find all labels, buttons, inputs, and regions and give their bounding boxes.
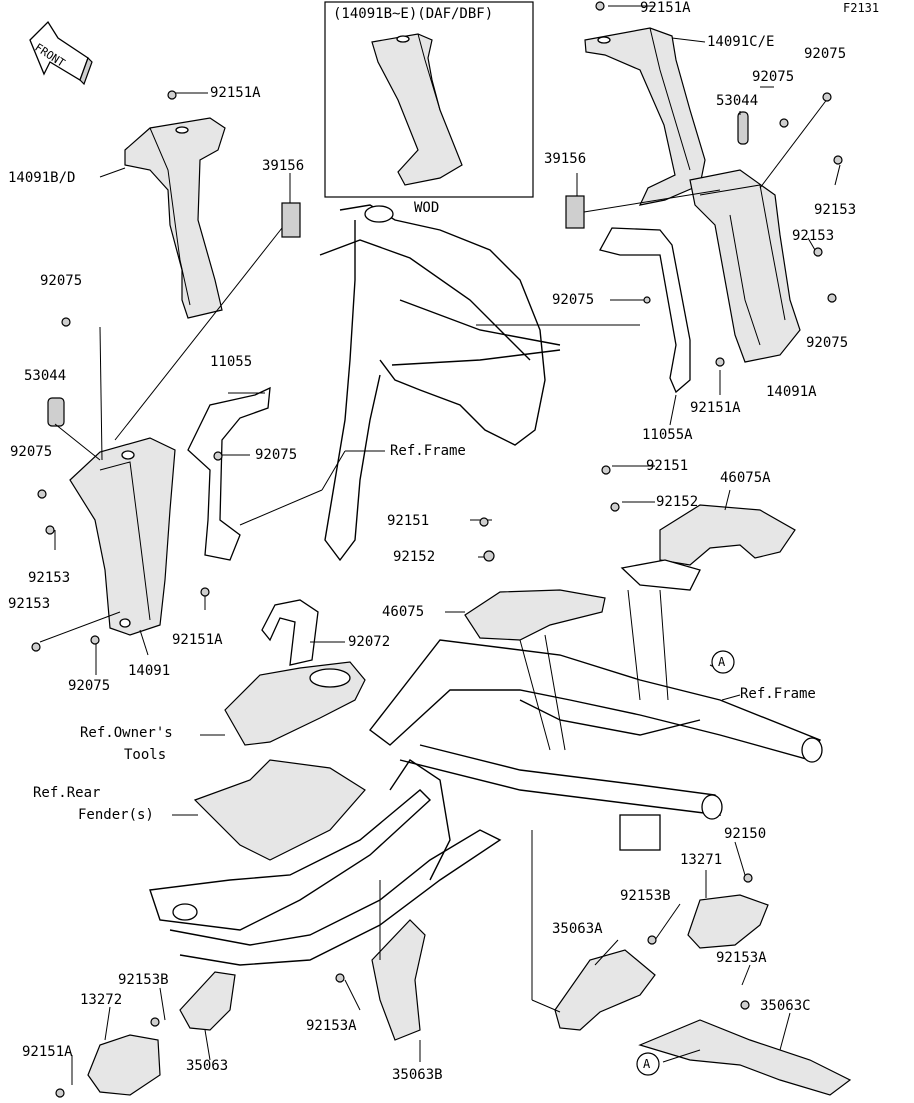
part-92075-right-3: 92075 bbox=[552, 292, 595, 308]
part-39156-right: 39156 bbox=[544, 151, 587, 167]
circle-a-top-marker bbox=[711, 650, 735, 674]
circle-a-bottom-marker bbox=[636, 1052, 660, 1076]
plate-13272 bbox=[87, 1034, 161, 1096]
left-bracket-11055 bbox=[187, 386, 271, 561]
part-53044-left: 53044 bbox=[24, 368, 67, 384]
part-92151A-right: 92151A bbox=[690, 400, 741, 416]
part-92075-left-2: 92075 bbox=[10, 444, 53, 460]
left-collar-53044 bbox=[47, 397, 65, 427]
part-92153-right-1: 92153 bbox=[814, 202, 857, 218]
part-14091A: 14091A bbox=[766, 384, 817, 400]
part-92153A-right: 92153A bbox=[716, 950, 767, 966]
part-92150: 92150 bbox=[724, 826, 767, 842]
right-pad-39156 bbox=[565, 195, 585, 229]
strap-92072 bbox=[261, 599, 319, 666]
ref-owners-tools-1: Ref.Owner's bbox=[80, 725, 173, 741]
right-collar-53044 bbox=[737, 111, 749, 145]
leader-lines bbox=[39, 5, 841, 1085]
ref-rear-fender-1: Ref.Rear bbox=[33, 785, 101, 801]
rear-frame-drawing bbox=[369, 639, 823, 851]
part-92153-right-2: 92153 bbox=[792, 228, 835, 244]
front-arrow-icon bbox=[29, 20, 93, 86]
grab-rail-46075 bbox=[464, 589, 606, 641]
left-pad-39156 bbox=[281, 202, 301, 238]
part-92153B-left: 92153B bbox=[118, 972, 169, 988]
part-92151A-mid: 92151A bbox=[172, 632, 223, 648]
right-cover-drawing bbox=[584, 27, 706, 206]
part-35063B: 35063B bbox=[392, 1067, 443, 1083]
lower-frame-drawing bbox=[149, 759, 502, 966]
circle-a-top: A bbox=[718, 655, 726, 669]
part-35063C: 35063C bbox=[760, 998, 811, 1014]
plate-13271 bbox=[687, 894, 769, 949]
part-92151A-top: 92151A bbox=[640, 0, 691, 16]
part-35063A: 35063A bbox=[552, 921, 603, 937]
part-92151A-bottom-left: 92151A bbox=[22, 1044, 73, 1060]
part-92072: 92072 bbox=[348, 634, 391, 650]
inset-cover-drawing bbox=[371, 33, 463, 186]
part-92151A-left: 92151A bbox=[210, 85, 261, 101]
bracket-35063B bbox=[371, 919, 426, 1041]
part-13272: 13272 bbox=[80, 992, 123, 1008]
right-side-cover-drawing bbox=[689, 169, 801, 363]
part-14091: 14091 bbox=[128, 663, 171, 679]
part-92075-tr-1: 92075 bbox=[804, 46, 847, 62]
part-92075-tr-2: 92075 bbox=[752, 69, 795, 85]
part-13271: 13271 bbox=[680, 852, 723, 868]
part-39156-left: 39156 bbox=[262, 158, 305, 174]
rear-fender-part bbox=[193, 759, 366, 861]
part-11055: 11055 bbox=[210, 354, 253, 370]
ref-frame-right: Ref.Frame bbox=[740, 686, 816, 702]
part-92075-left-4: 92075 bbox=[68, 678, 111, 694]
left-cover-drawing bbox=[124, 117, 226, 319]
frame-drawing bbox=[319, 204, 561, 562]
part-11055A: 11055A bbox=[642, 427, 693, 443]
part-92075-right-4: 92075 bbox=[806, 335, 849, 351]
part-14091CE: 14091C/E bbox=[707, 34, 775, 50]
ref-rear-fender-2: Fender(s) bbox=[78, 807, 154, 823]
part-92153-left-1: 92153 bbox=[28, 570, 71, 586]
right-bracket-11055A bbox=[599, 227, 691, 394]
part-92153B-right: 92153B bbox=[620, 888, 671, 904]
part-92152-right: 92152 bbox=[656, 494, 699, 510]
diagram-code: F2131 bbox=[843, 1, 880, 15]
part-92075-left-3: 92075 bbox=[255, 447, 298, 463]
part-92152-mid: 92152 bbox=[393, 549, 436, 565]
bracket-35063 bbox=[179, 971, 236, 1031]
bolt-icons bbox=[31, 1, 843, 1098]
part-14091BD: 14091B/D bbox=[8, 170, 76, 186]
part-46075: 46075 bbox=[382, 604, 425, 620]
part-92151-right: 92151 bbox=[646, 458, 689, 474]
part-92075-left-1: 92075 bbox=[40, 273, 83, 289]
part-46075A: 46075A bbox=[720, 470, 771, 486]
part-92151-mid: 92151 bbox=[387, 513, 430, 529]
part-92153A-mid: 92153A bbox=[306, 1018, 357, 1034]
left-side-cover-drawing bbox=[69, 437, 176, 636]
bracket-35063C bbox=[638, 1019, 852, 1096]
part-35063: 35063 bbox=[186, 1058, 229, 1074]
ref-owners-tools-2: Tools bbox=[124, 747, 167, 763]
inset-box bbox=[324, 1, 534, 198]
part-92153-left-2: 92153 bbox=[8, 596, 51, 612]
inset-title: (14091B~E)(DAF/DBF) bbox=[333, 6, 494, 22]
circle-a-bottom: A bbox=[643, 1057, 651, 1071]
ref-frame-top: Ref.Frame bbox=[390, 443, 466, 459]
grab-rail-46075A bbox=[659, 504, 796, 566]
inset-caption: WOD bbox=[414, 200, 440, 216]
bracket-35063A bbox=[554, 949, 656, 1031]
part-53044-right: 53044 bbox=[716, 93, 759, 109]
